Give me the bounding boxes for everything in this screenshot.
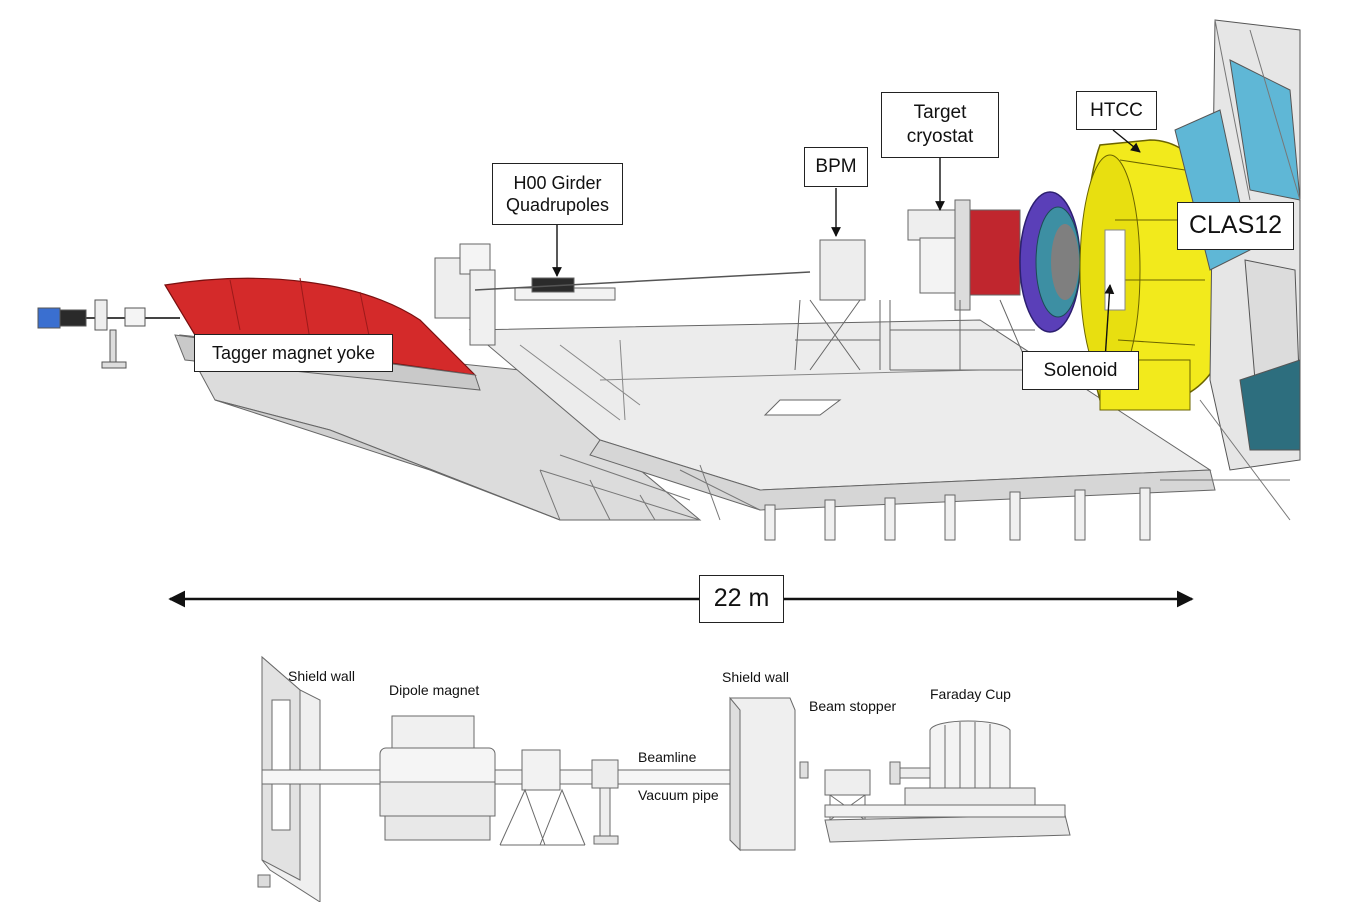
label-tagger-magnet-yoke: Tagger magnet yoke [194, 334, 393, 372]
beam-dump-schematic [257, 655, 1071, 903]
label-beamline: Beamline [638, 749, 697, 765]
label-beam-stopper: Beam stopper [809, 698, 897, 714]
scale-length-label: 22 m [699, 575, 784, 623]
target-cryostat [889, 199, 1040, 371]
label-h00-girder-quadrupoles: H00 Girder Quadrupoles [492, 163, 623, 225]
label-shield-wall-right: Shield wall [722, 669, 789, 685]
label-vacuum-pipe: Vacuum pipe [638, 787, 719, 803]
label-dipole-magnet: Dipole magnet [389, 682, 480, 698]
label-faraday-cup: Faraday Cup [930, 686, 1011, 702]
label-shield-wall-left: Shield wall [288, 668, 355, 684]
label-target-cryostat: Target cryostat [881, 92, 999, 158]
label-bpm: BPM [804, 147, 868, 187]
h00-girder [434, 243, 811, 346]
central-detector [1019, 191, 1081, 333]
callout-arrows [552, 129, 1141, 361]
bpm-stand [794, 239, 881, 371]
upstream-beamline [37, 299, 180, 369]
label-solenoid: Solenoid [1022, 351, 1139, 390]
label-clas12: CLAS12 [1177, 202, 1294, 250]
label-htcc: HTCC [1076, 91, 1157, 130]
